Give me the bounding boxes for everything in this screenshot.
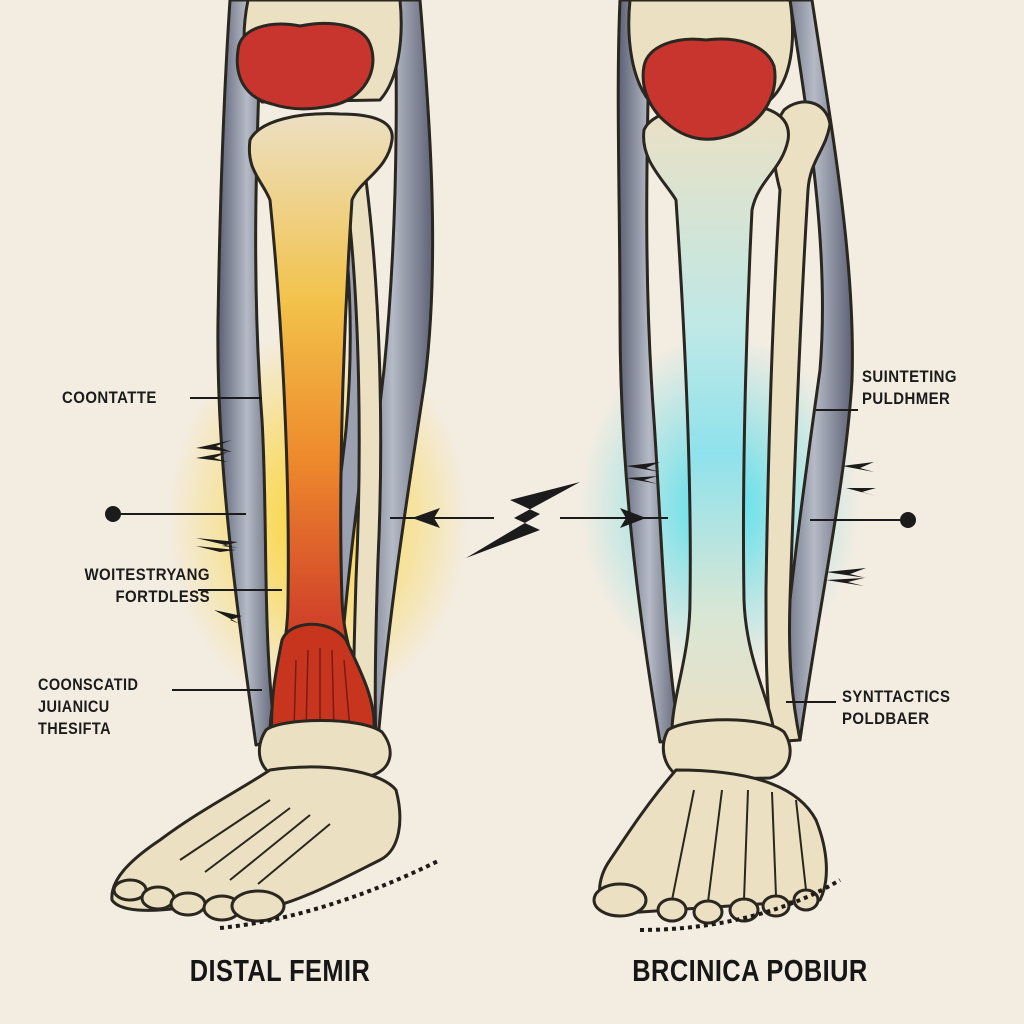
label-left-3: COONSCATID JUIANICU THESIFTA — [38, 675, 139, 738]
dot-marker-icon — [810, 512, 916, 528]
right-foot-shadow — [639, 878, 842, 932]
left-foot-shadow — [219, 858, 441, 930]
label-left-1: COONTATTE — [62, 388, 157, 407]
left-patella — [235, 21, 375, 111]
motion-arrows-left — [196, 440, 242, 624]
right-patella — [641, 37, 777, 141]
arrow-left-icon — [390, 508, 494, 528]
caption-right: BRCINICA POBIUR — [632, 953, 868, 988]
left-tibia — [247, 112, 394, 742]
right-foot — [598, 768, 828, 916]
label-left-2: WOITESTRYANG FORTDLESS — [84, 565, 210, 606]
motion-arrows-right — [626, 462, 876, 586]
left-ankle-bone — [257, 719, 392, 780]
dot-marker-icon — [105, 506, 246, 522]
right-ankle-bone — [661, 718, 792, 782]
arrow-right-icon — [560, 508, 668, 528]
lightning-icon — [466, 482, 580, 558]
label-right-1: SUINTETING PULDHMER — [862, 367, 957, 408]
right-tibia — [642, 102, 790, 742]
right-leg — [592, 0, 854, 925]
right-fibula — [764, 100, 832, 744]
label-right-2: SYNTTACTICS POLDBAER — [842, 687, 951, 728]
left-leg — [110, 0, 435, 923]
caption-left: DISTAL FEMIR — [189, 953, 371, 988]
left-toes — [112, 878, 286, 923]
